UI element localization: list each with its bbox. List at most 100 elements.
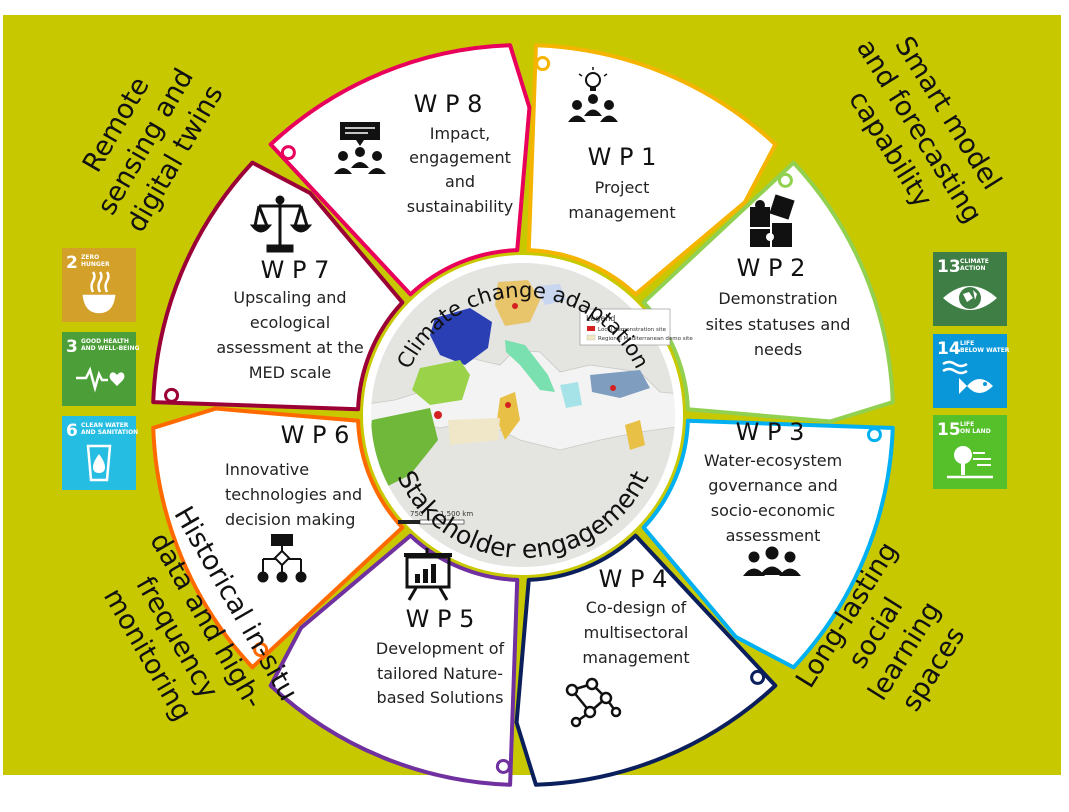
wp2-start-dot xyxy=(777,172,793,188)
wp4-line-2: multisectoral xyxy=(584,623,689,642)
wp1-start-dot xyxy=(535,56,551,72)
puzzle-icon xyxy=(750,194,795,247)
sdg-tile-14-number: 14 xyxy=(937,339,961,359)
sdg-tile-14-line-1: LIFE xyxy=(960,340,974,347)
map-legend-local: Local demonstration site xyxy=(598,327,667,333)
wp8-start-dot xyxy=(280,145,296,161)
sdg-tile-13-line-2: ACTION xyxy=(960,265,986,272)
wp4-line-1: Co-design of xyxy=(586,598,687,617)
wp8-content: W P 8 Impact, engagement and sustainabil… xyxy=(334,90,513,216)
wp6-line-3: decision making xyxy=(225,510,355,529)
wp8-line-4: sustainability xyxy=(407,197,514,216)
wp8-segment xyxy=(268,43,532,297)
wp6-line-1: Innovative xyxy=(225,460,309,479)
wp6-content: W P 6 Innovative technologies and decisi… xyxy=(225,421,362,583)
map-turkey xyxy=(590,370,650,398)
map-scale-black xyxy=(398,520,420,524)
map-italy xyxy=(505,340,555,392)
sdg-tile-13-line-1: CLIMATE xyxy=(960,258,989,265)
map-legend-swatch-local xyxy=(587,326,595,331)
map-site-tunisia xyxy=(505,402,511,408)
map-scale-label-750: 750 xyxy=(410,510,423,518)
sdg-tile-15-line-2: ON LAND xyxy=(960,428,991,435)
map-scale-bar: 750 1,500 km xyxy=(398,510,473,525)
sdg-tile-3-bg xyxy=(62,332,136,406)
sdg-tile-3-number: 3 xyxy=(66,337,78,357)
network-icon xyxy=(565,677,622,728)
wp5-line-1: Development of xyxy=(376,639,505,658)
wp7-segment xyxy=(151,160,405,412)
map-france xyxy=(430,308,492,365)
wp6-line-2: technologies and xyxy=(225,485,362,504)
sdg-tile-3-line-2: AND WELL-BEING xyxy=(81,345,140,352)
flowchart-icon xyxy=(257,534,307,583)
tree-icon xyxy=(947,446,993,479)
wp2-line-2: sites statuses and xyxy=(706,315,851,334)
map-site-germany xyxy=(512,303,518,309)
wp8-code: W P 8 xyxy=(414,90,483,118)
wp1-line-1: Project xyxy=(595,178,650,197)
map-morocco xyxy=(371,408,438,490)
wp4-code: W P 4 xyxy=(599,565,668,593)
wp7-line-1: Upscaling and xyxy=(233,288,346,307)
map-legend-regional: Regional Mediterranean demo site xyxy=(598,336,693,342)
wp3-start-dot xyxy=(866,427,882,443)
scales-icon xyxy=(249,195,313,253)
sdg-tile-6: 6 CLEAN WATER AND SANITATION xyxy=(62,416,138,490)
map-germany xyxy=(495,280,540,326)
wp2-segment xyxy=(641,160,895,424)
segments-layer xyxy=(151,43,895,787)
sdg-tile-6-number: 6 xyxy=(66,421,78,441)
sdg-tile-14: 14 LIFE BELOW WATER xyxy=(933,334,1010,408)
wp6-start-dot xyxy=(253,642,269,658)
bowl-icon xyxy=(82,271,116,314)
sdg-tile-2: 2 ZERO HUNGER xyxy=(62,248,136,322)
eye-globe-icon xyxy=(943,286,997,310)
wp3-code: W P 3 xyxy=(736,418,805,446)
work-package-labels: W P 1 Project management xyxy=(216,67,851,728)
map-scale-label-1500: 1,500 km xyxy=(440,510,473,518)
wp6-code: W P 6 xyxy=(281,421,350,449)
sdg-tile-15-number: 15 xyxy=(937,420,961,440)
wp4-start-dot xyxy=(750,669,766,685)
map-central-europe xyxy=(536,284,566,305)
map-legend-swatch-regional xyxy=(586,334,596,341)
map-jordan xyxy=(625,420,645,450)
wp1-content: W P 1 Project management xyxy=(568,67,676,222)
wp5-code: W P 5 xyxy=(406,605,475,633)
wp4-segment xyxy=(514,533,778,787)
sdg-tile-2-line-1: ZERO xyxy=(81,254,99,261)
water-drop-icon xyxy=(86,444,112,482)
wp4-line-3: management xyxy=(582,648,689,667)
sdg-tile-3-line-1: GOOD HEALTH xyxy=(81,338,129,345)
group-icon xyxy=(743,546,801,576)
wp8-line-1: Impact, xyxy=(430,124,490,143)
wp7-line-4: MED scale xyxy=(249,363,332,382)
wp2-line-3: needs xyxy=(754,340,802,359)
wp1-code: W P 1 xyxy=(588,143,657,171)
wp7-line-2: ecological xyxy=(250,313,330,332)
wp5-content: W P 5 Development of tailored Nature- ba… xyxy=(376,548,505,707)
wp7-line-3: assessment at the xyxy=(216,338,363,357)
wp2-code: W P 2 xyxy=(737,254,806,282)
map-greece xyxy=(560,382,582,408)
wp7-start-dot xyxy=(164,387,180,403)
map-legend-title: Legend xyxy=(586,314,615,323)
wp8-line-3: and xyxy=(445,172,475,191)
wp5-line-2: tailored Nature- xyxy=(377,664,503,683)
wp4-content: W P 4 Co-design of multisectoral managem… xyxy=(565,565,690,728)
speaker-audience-icon xyxy=(334,122,386,174)
wp3-line-3: socio-economic xyxy=(711,501,835,520)
sdg-tile-15: 15 LIFE ON LAND xyxy=(933,415,1007,489)
center-circle: Legend Local demonstration site Regional… xyxy=(363,255,693,575)
map-site-morocco xyxy=(434,411,442,419)
wp3-line-1: Water-ecosystem xyxy=(704,451,842,470)
sdg-tile-6-line-2: AND SANITATION xyxy=(81,429,138,436)
sdg-tile-3: 3 GOOD HEALTH AND WELL-BEING xyxy=(62,332,140,406)
wp5-start-dot xyxy=(495,758,511,774)
wp1-segment xyxy=(526,43,778,297)
wp5-segment xyxy=(268,533,520,787)
wp3-segment xyxy=(641,418,895,670)
sdg-tile-13-number: 13 xyxy=(937,257,961,277)
